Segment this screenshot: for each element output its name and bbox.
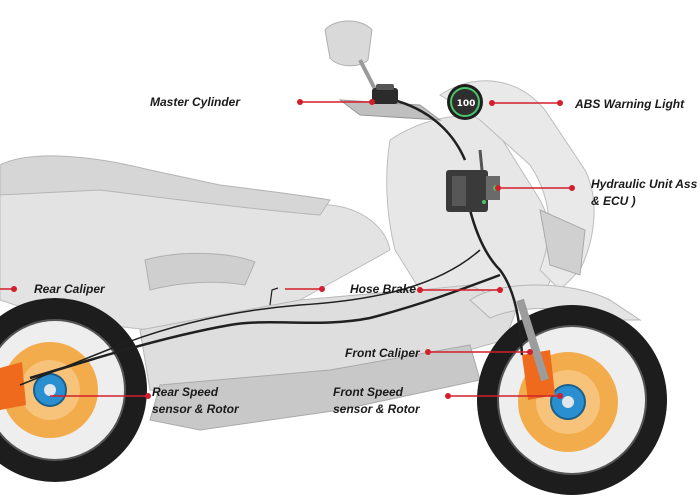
leader-dot-front-caliper xyxy=(425,349,431,355)
leader-dot-abs-warning xyxy=(489,100,495,106)
label-rear-speed-line2: sensor & Rotor xyxy=(152,402,239,416)
label-master-cylinder: Master Cylinder xyxy=(150,95,241,109)
leader-dot-front-speed xyxy=(445,393,451,399)
label-rear-speed-line1: Rear Speed xyxy=(152,385,219,399)
leader-dot-front-caliper-end xyxy=(527,349,533,355)
rear-caliper-body xyxy=(0,362,26,410)
mirror xyxy=(324,20,373,67)
label-front-speed-line1: Front Speed xyxy=(333,385,404,399)
leader-dot-hose-brake-end xyxy=(497,287,503,293)
scooter-body xyxy=(0,20,642,431)
leader-lines xyxy=(0,101,572,397)
rear-side-scoop xyxy=(144,252,256,291)
sensor-cable xyxy=(269,287,279,306)
hose-rear-line xyxy=(29,273,501,380)
leader-dot-master-cylinder xyxy=(297,99,303,105)
label-front-speed-line2: sensor & Rotor xyxy=(333,402,420,416)
front-wheel xyxy=(477,298,667,495)
leader-dot-rear-speed xyxy=(145,393,151,399)
leader-dot-hose-brake-left xyxy=(319,286,325,292)
label-abs-warning-light: ABS Warning Light xyxy=(575,97,685,111)
label-rear-caliper: Rear Caliper xyxy=(34,282,105,296)
seat xyxy=(0,155,331,216)
leader-dot-master-cylinder-end xyxy=(369,99,375,105)
leader-dot-hydraulic-unit-end xyxy=(569,185,575,191)
front-caliper-body xyxy=(522,350,555,400)
hose-ecu-down xyxy=(468,209,524,356)
speedo-reading: 100 xyxy=(457,99,476,109)
leader-dot-front-speed-end xyxy=(557,393,563,399)
underbody xyxy=(149,344,481,431)
hose-rear-line-2 xyxy=(19,249,481,386)
label-hydraulic-unit-line2: & ECU ) xyxy=(591,194,636,208)
label-hose-brake: Hose Brake xyxy=(350,282,417,296)
leader-dot-hose-brake xyxy=(417,287,423,293)
master-cylinder xyxy=(372,84,398,104)
speedometer-icon: 100 xyxy=(447,84,483,120)
headlight xyxy=(539,209,586,276)
label-hydraulic-unit-line1: Hydraulic Unit Ass xyxy=(591,177,698,191)
leader-dot-abs-warning-end xyxy=(557,100,563,106)
label-front-caliper: Front Caliper xyxy=(345,346,420,360)
leader-dot-hydraulic-unit xyxy=(495,185,501,191)
leader-dot-rear-caliper xyxy=(11,286,17,292)
